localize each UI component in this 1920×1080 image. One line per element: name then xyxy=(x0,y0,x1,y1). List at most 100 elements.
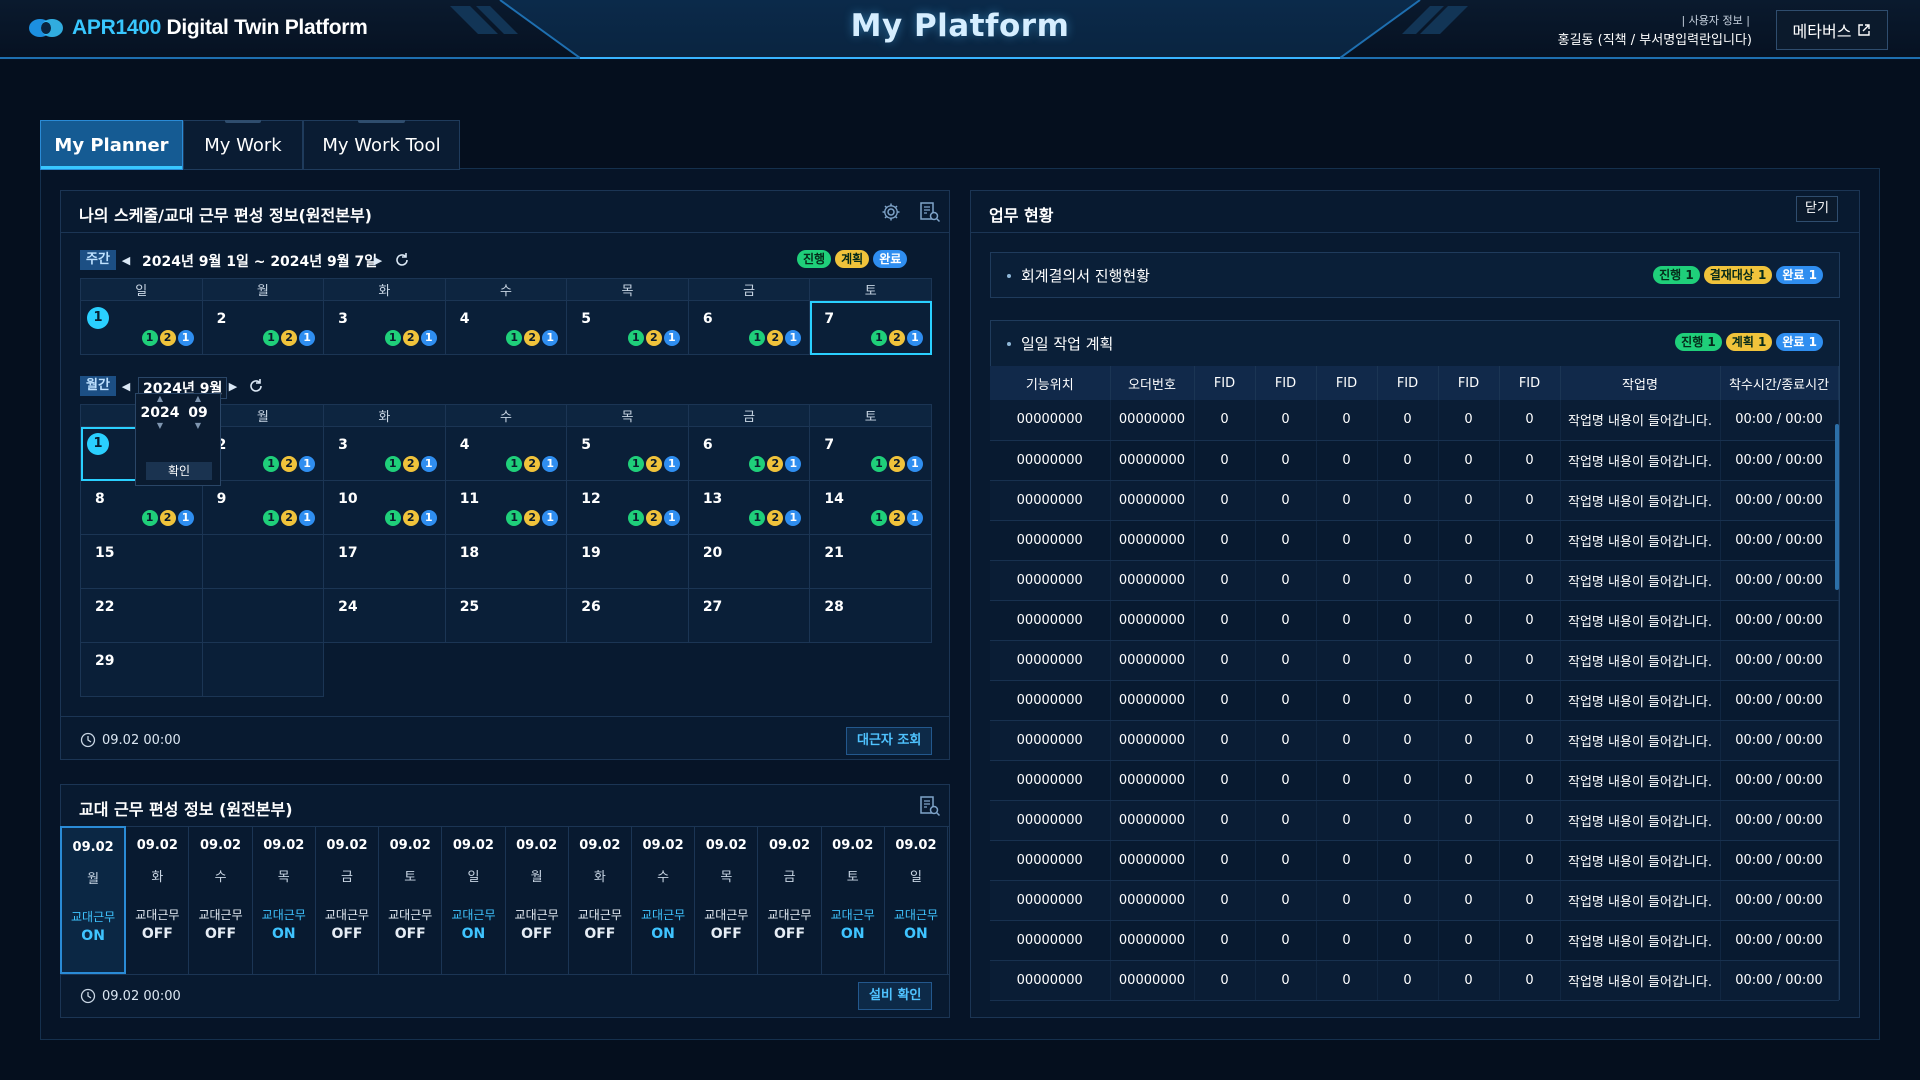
metaverse-button[interactable]: 메타버스 xyxy=(1776,10,1888,50)
year-spinner[interactable]: ▲ 2024 ▼ xyxy=(140,394,180,430)
dot-plan[interactable]: 2 xyxy=(645,330,662,346)
table-scrollbar[interactable] xyxy=(1835,424,1839,590)
year-down-icon[interactable]: ▼ xyxy=(156,421,164,430)
shift-document-search-icon[interactable] xyxy=(918,794,942,818)
dot-plan[interactable]: 2 xyxy=(889,456,905,472)
month-day-cell[interactable]: 27 xyxy=(687,588,811,643)
dot-progress[interactable]: 1 xyxy=(749,456,766,472)
dot-done[interactable]: 1 xyxy=(299,456,316,472)
dot-progress[interactable]: 1 xyxy=(384,330,401,346)
month-spinner[interactable]: ▲ 09 ▼ xyxy=(178,394,218,430)
month-day-cell[interactable]: 20 xyxy=(687,534,811,589)
accounting-done-badge[interactable]: 완료 1 xyxy=(1776,266,1823,284)
dot-plan[interactable]: 2 xyxy=(281,456,298,472)
dot-progress[interactable]: 1 xyxy=(506,510,523,526)
accounting-approval-badge[interactable]: 결재대상 1 xyxy=(1703,266,1773,284)
dot-progress[interactable]: 1 xyxy=(871,456,887,472)
month-down-icon[interactable]: ▼ xyxy=(194,421,202,430)
weekly-refresh-icon[interactable] xyxy=(390,248,414,272)
dot-plan[interactable]: 2 xyxy=(159,510,176,526)
settings-gear-icon[interactable] xyxy=(879,200,903,224)
dot-done[interactable]: 1 xyxy=(420,456,437,472)
dot-progress[interactable]: 1 xyxy=(506,456,523,472)
dot-plan[interactable]: 2 xyxy=(159,330,176,346)
accounting-progress-badge[interactable]: 진행 1 xyxy=(1653,266,1700,284)
tab-my-work-tool[interactable]: My Work Tool xyxy=(303,120,460,170)
dot-progress[interactable]: 1 xyxy=(506,330,523,346)
dot-plan[interactable]: 2 xyxy=(889,510,905,526)
dot-progress[interactable]: 1 xyxy=(141,330,158,346)
dot-done[interactable]: 1 xyxy=(542,330,559,346)
dot-plan[interactable]: 2 xyxy=(767,330,784,346)
picker-confirm-button[interactable]: 확인 xyxy=(146,462,212,480)
close-button[interactable]: 닫기 xyxy=(1796,196,1838,222)
dot-progress[interactable]: 1 xyxy=(871,330,887,346)
dot-progress[interactable]: 1 xyxy=(384,510,401,526)
dot-plan[interactable]: 2 xyxy=(402,510,419,526)
dot-plan[interactable]: 2 xyxy=(524,456,541,472)
month-day-cell[interactable] xyxy=(201,642,325,697)
dot-done[interactable]: 1 xyxy=(785,456,802,472)
weekly-prev-icon[interactable]: ◀ xyxy=(121,253,131,267)
month-day-cell[interactable]: 19 xyxy=(566,534,689,589)
dot-plan[interactable]: 2 xyxy=(889,330,905,346)
dot-done[interactable]: 1 xyxy=(177,330,194,346)
month-day-cell[interactable]: 21 xyxy=(809,534,932,589)
monthly-next-icon[interactable]: ▶ xyxy=(228,379,238,393)
dot-done[interactable]: 1 xyxy=(907,330,923,346)
dot-plan[interactable]: 2 xyxy=(767,510,784,526)
daily-plan-badge[interactable]: 계획 1 xyxy=(1725,333,1773,351)
dot-done[interactable]: 1 xyxy=(299,330,316,346)
dot-progress[interactable]: 1 xyxy=(749,510,766,526)
dot-done[interactable]: 1 xyxy=(542,510,559,526)
dot-progress[interactable]: 1 xyxy=(141,510,158,526)
month-up-icon[interactable]: ▲ xyxy=(194,394,202,403)
month-day-cell[interactable]: 22 xyxy=(80,588,203,643)
dot-plan[interactable]: 2 xyxy=(524,330,541,346)
dot-done[interactable]: 1 xyxy=(663,510,680,526)
dot-progress[interactable]: 1 xyxy=(263,456,280,472)
dot-done[interactable]: 1 xyxy=(907,456,923,472)
dot-progress[interactable]: 1 xyxy=(627,510,644,526)
dot-plan[interactable]: 2 xyxy=(402,330,419,346)
dot-done[interactable]: 1 xyxy=(785,510,802,526)
dot-done[interactable]: 1 xyxy=(420,510,437,526)
month-day-cell[interactable]: 25 xyxy=(444,588,568,643)
month-day-cell[interactable]: 26 xyxy=(566,588,689,643)
tab-my-work[interactable]: My Work xyxy=(183,120,303,170)
month-day-cell[interactable]: 24 xyxy=(323,588,446,643)
dot-done[interactable]: 1 xyxy=(663,456,680,472)
dot-progress[interactable]: 1 xyxy=(627,330,644,346)
dot-progress[interactable]: 1 xyxy=(627,456,644,472)
